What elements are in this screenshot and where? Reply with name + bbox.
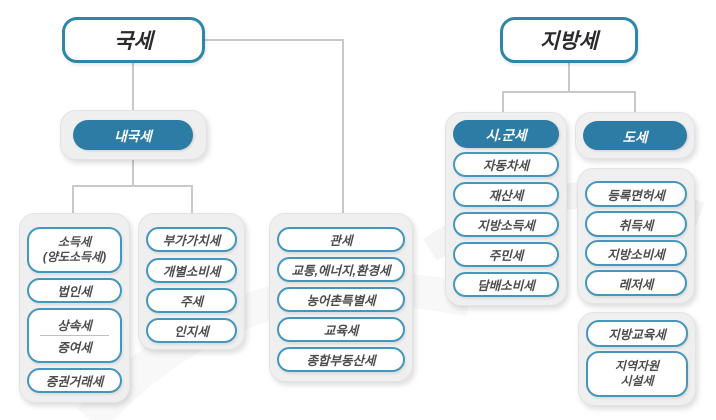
item-securities-transaction-tax: 증권거래세 bbox=[27, 368, 122, 393]
gift-tax-label: 증여세 bbox=[57, 340, 92, 355]
province-label: 도세 bbox=[622, 129, 648, 145]
acquisition-tax-label: 취득세 bbox=[618, 218, 654, 233]
item-resident-tax: 주민세 bbox=[453, 242, 559, 267]
item-individual-consumption-tax: 개별소비세 bbox=[146, 258, 237, 283]
connector-col1-drop bbox=[72, 185, 74, 214]
connector-province-drop bbox=[634, 91, 636, 113]
regional-resource-line2: 시설세 bbox=[620, 374, 654, 388]
customs-duty-label: 관세 bbox=[329, 234, 353, 248]
connector-internal-branch-horizontal bbox=[72, 185, 193, 187]
local-tax-label: 지방세 bbox=[540, 30, 598, 53]
connector-internal-down bbox=[132, 158, 134, 187]
regional-resource-line1: 지역자원 bbox=[614, 359, 660, 373]
province-pill: 도세 bbox=[583, 121, 687, 150]
item-corporate-tax: 법인세 bbox=[27, 278, 122, 303]
liquor-tax-label: 주세 bbox=[179, 295, 203, 309]
internal-tax-pill: 내국세 bbox=[73, 120, 193, 150]
item-customs-duty: 관세 bbox=[277, 227, 405, 252]
comprehensive-real-estate-tax-label: 종합부동산세 bbox=[306, 354, 376, 368]
item-stamp-tax: 인지세 bbox=[146, 318, 237, 343]
stamp-tax-label: 인지세 bbox=[174, 325, 209, 339]
connector-national-top-horizontal bbox=[203, 39, 344, 41]
item-automobile-tax: 자동차세 bbox=[453, 152, 559, 177]
city-county-pill: 시.군세 bbox=[453, 120, 559, 148]
local-income-tax-label: 지방소득세 bbox=[477, 219, 535, 233]
registration-license-tax-label: 등록면허세 bbox=[607, 188, 665, 203]
connector-city-county-drop bbox=[502, 91, 504, 113]
internal-tax-label: 내국세 bbox=[114, 129, 152, 144]
item-rural-special-tax: 농어촌특별세 bbox=[277, 287, 405, 312]
automobile-tax-label: 자동차세 bbox=[482, 159, 529, 173]
item-leisure-tax: 레저세 bbox=[585, 270, 687, 296]
connector-customs-vertical bbox=[342, 39, 344, 214]
connector-national-down bbox=[132, 61, 134, 111]
item-transport-energy-env-tax: 교통,에너지,환경세 bbox=[277, 257, 405, 282]
connector-local-branch-horizontal bbox=[503, 91, 636, 93]
national-tax-box: 국세 bbox=[62, 17, 205, 63]
education-tax-label: 교육세 bbox=[323, 324, 359, 338]
item-regional-resource-facility-tax: 지역자원 시설세 bbox=[586, 351, 688, 397]
income-tax-line2: (양도소득세) bbox=[42, 250, 107, 264]
item-income-tax: 소득세 (양도소득세) bbox=[27, 227, 122, 273]
leisure-tax-label: 레저세 bbox=[618, 277, 654, 292]
rural-special-tax-label: 농어촌특별세 bbox=[306, 294, 376, 308]
city-county-label: 시.군세 bbox=[485, 128, 527, 143]
property-tax-label: 재산세 bbox=[488, 189, 524, 203]
inheritance-gift-divider bbox=[39, 334, 110, 336]
individual-consumption-tax-label: 개별소비세 bbox=[162, 265, 221, 279]
national-tax-label: 국세 bbox=[114, 30, 153, 53]
item-registration-license-tax: 등록면허세 bbox=[585, 181, 687, 207]
item-local-income-tax: 지방소득세 bbox=[453, 212, 559, 237]
local-education-tax-label: 지방교육세 bbox=[608, 328, 666, 342]
item-tobacco-consumption-tax: 담배소비세 bbox=[453, 272, 559, 297]
transport-energy-env-tax-label: 교통,에너지,환경세 bbox=[291, 264, 391, 278]
item-local-consumption-tax: 지방소비세 bbox=[585, 240, 687, 266]
item-liquor-tax: 주세 bbox=[146, 288, 237, 313]
item-vat: 부가가치세 bbox=[146, 227, 237, 252]
local-consumption-tax-label: 지방소비세 bbox=[607, 247, 665, 262]
item-inheritance-gift-tax: 상속세 증여세 bbox=[27, 308, 122, 363]
connector-col2-drop bbox=[191, 185, 193, 214]
item-local-education-tax: 지방교육세 bbox=[586, 320, 688, 347]
vat-label: 부가가치세 bbox=[162, 234, 221, 248]
item-acquisition-tax: 취득세 bbox=[585, 211, 687, 237]
corporate-tax-label: 법인세 bbox=[57, 285, 92, 299]
item-education-tax: 교육세 bbox=[277, 317, 405, 342]
income-tax-line1: 소득세 bbox=[57, 235, 92, 249]
securities-tax-label: 증권거래세 bbox=[45, 375, 104, 389]
tobacco-consumption-tax-label: 담배소비세 bbox=[477, 279, 535, 293]
local-tax-box: 지방세 bbox=[500, 17, 638, 63]
item-property-tax: 재산세 bbox=[453, 182, 559, 207]
item-comprehensive-real-estate-tax: 종합부동산세 bbox=[277, 347, 405, 372]
inheritance-tax-label: 상속세 bbox=[57, 319, 92, 334]
resident-tax-label: 주민세 bbox=[488, 249, 524, 263]
connector-local-down bbox=[568, 61, 570, 93]
